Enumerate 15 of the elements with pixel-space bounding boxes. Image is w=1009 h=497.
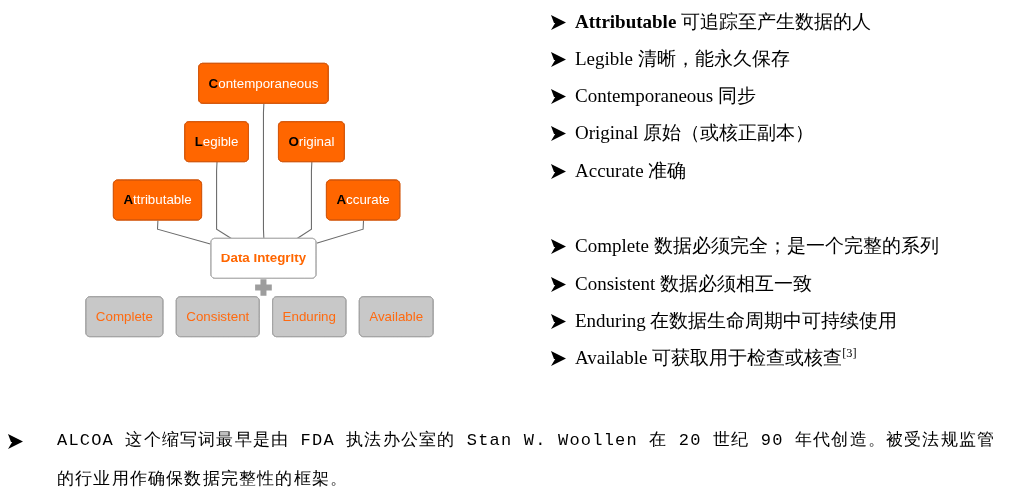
paragraph: ALCOA 这个缩写词最早是由 FDA 执法办公室的 Stan W. Woollen 在 20 世纪 90 年代创造。被受法规监管的行业用作确保数据完整性的框架。 (57, 429, 997, 491)
list-item: Attributable 可追踪至产生数据的人 (575, 10, 872, 34)
list-item: Original 原始（或核正副本） (575, 121, 815, 145)
list-item: Consistent 数据必须相互一致 (575, 272, 812, 296)
connector (315, 219, 365, 244)
connector (156, 219, 212, 245)
list-item: Complete 数据必须完全；是一个完整的系列 (575, 234, 939, 258)
list-item: Contemporaneous 同步 (575, 84, 756, 108)
connector (216, 161, 233, 240)
list-item: Legible 清晰，能永久保存 (575, 47, 790, 71)
list-item: Available 可获取用于检查或核查$^{[3]}$ (575, 345, 857, 370)
connector (296, 161, 313, 240)
list-item: Enduring 在数据生命周期中可持续使用 (575, 309, 898, 333)
connector (262, 103, 265, 240)
list-item: Accurate 准确 (575, 159, 687, 183)
